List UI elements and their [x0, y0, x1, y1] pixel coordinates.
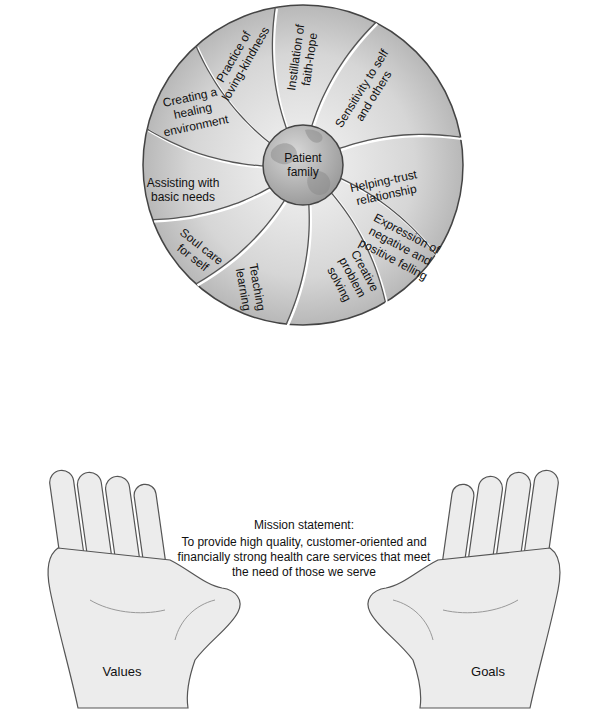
wheel-divider [286, 205, 309, 325]
mission-heading: Mission statement: [194, 518, 414, 533]
care-wheel [143, 5, 463, 325]
globe [263, 125, 343, 205]
node-text: Values [87, 664, 157, 680]
care-segment: Assisting with basic needs [139, 176, 227, 205]
node-text: Assisting with basic needs [139, 176, 227, 205]
globe-center: Patient family [272, 151, 334, 180]
wheel-dividers [147, 7, 462, 325]
divider-highlight [288, 206, 311, 326]
mission-text: To provide high quality, customer-orient… [173, 535, 435, 580]
wheel-divider [339, 134, 460, 148]
hand-label: Values [87, 664, 157, 680]
hand-label: Goals [453, 664, 523, 680]
node-text: Patient family [272, 151, 334, 180]
right-hand [368, 469, 560, 708]
left-hand [48, 469, 240, 708]
wheel-divider [272, 7, 286, 128]
node-text: Goals [453, 664, 523, 680]
